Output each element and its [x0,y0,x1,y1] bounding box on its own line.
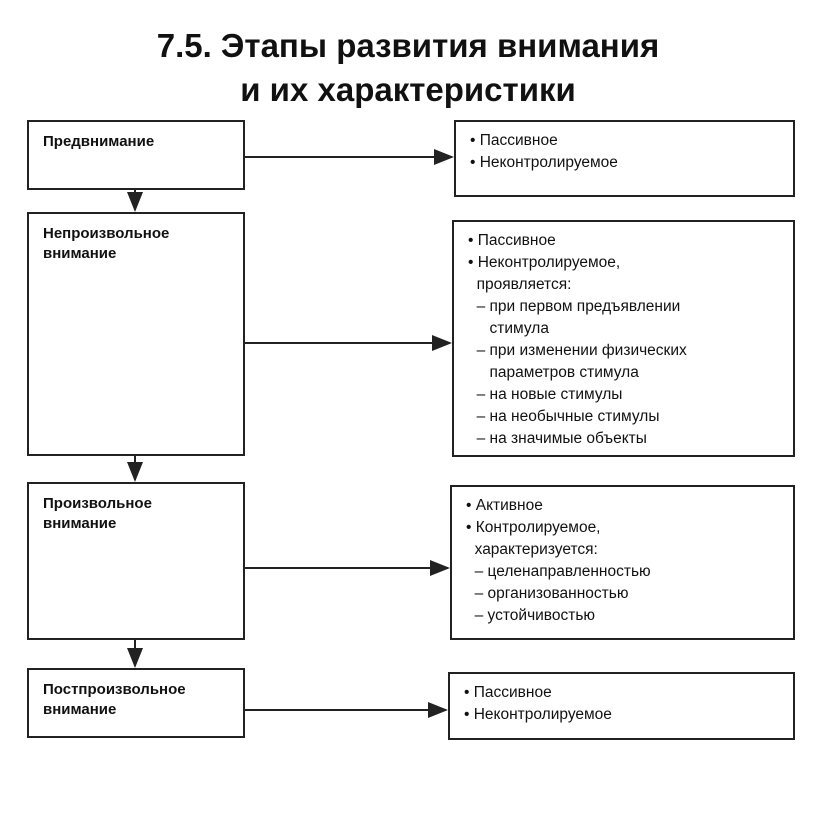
traits-box: • Пассивное • Неконтролируемое, проявляет… [452,220,795,457]
stage-box: Непроизвольное внимание [27,212,245,456]
trait-item: • Активное [466,497,543,514]
stage-name: Непроизвольное внимание [43,225,170,262]
trait-item: – целенаправленностью [466,563,651,580]
trait-item: проявляется: [468,276,572,293]
trait-item: – на значимые объекты [468,430,647,447]
trait-item: • Неконтролируемое [464,706,612,723]
stage-name: Предвнимание [43,133,155,150]
traits-box: • Пассивное • Неконтролируемое [454,120,795,197]
traits-list: • Активное • Контролируемое, характеризуе… [466,495,651,627]
traits-list: • Пассивное • Неконтролируемое [470,130,618,174]
stage-name: Постпроизвольное внимание [43,681,186,718]
trait-item: – при первом предъявлении [468,298,681,315]
trait-item: • Неконтролируемое, [468,254,621,271]
trait-item: – организованностью [466,585,629,602]
traits-list: • Пассивное • Неконтролируемое [464,682,612,726]
trait-item: • Контролируемое, [466,519,601,536]
traits-box: • Пассивное • Неконтролируемое [448,672,795,740]
trait-item: стимула [468,320,549,337]
trait-item: характеризуется: [466,541,598,558]
trait-item: параметров стимула [468,364,639,381]
traits-list: • Пассивное • Неконтролируемое, проявляет… [468,230,687,450]
trait-item: – на необычные стимулы [468,408,660,425]
stage-box: Постпроизвольное внимание [27,668,245,738]
trait-item: • Неконтролируемое [470,154,618,171]
title-line-2: и их характеристики [240,71,576,108]
title-line-1: 7.5. Этапы развития внимания [156,27,660,64]
stage-box: Предвнимание [27,120,245,190]
traits-box: • Активное • Контролируемое, характеризуе… [450,485,795,640]
trait-item: – на новые стимулы [468,386,623,403]
stage-box: Произвольное внимание [27,482,245,640]
trait-item: – при изменении физических [468,342,687,359]
trait-item: • Пассивное [470,132,558,149]
trait-item: • Пассивное [468,232,556,249]
trait-item: – устойчивостью [466,607,596,624]
stage-name: Произвольное внимание [43,495,152,532]
trait-item: • Пассивное [464,684,552,701]
